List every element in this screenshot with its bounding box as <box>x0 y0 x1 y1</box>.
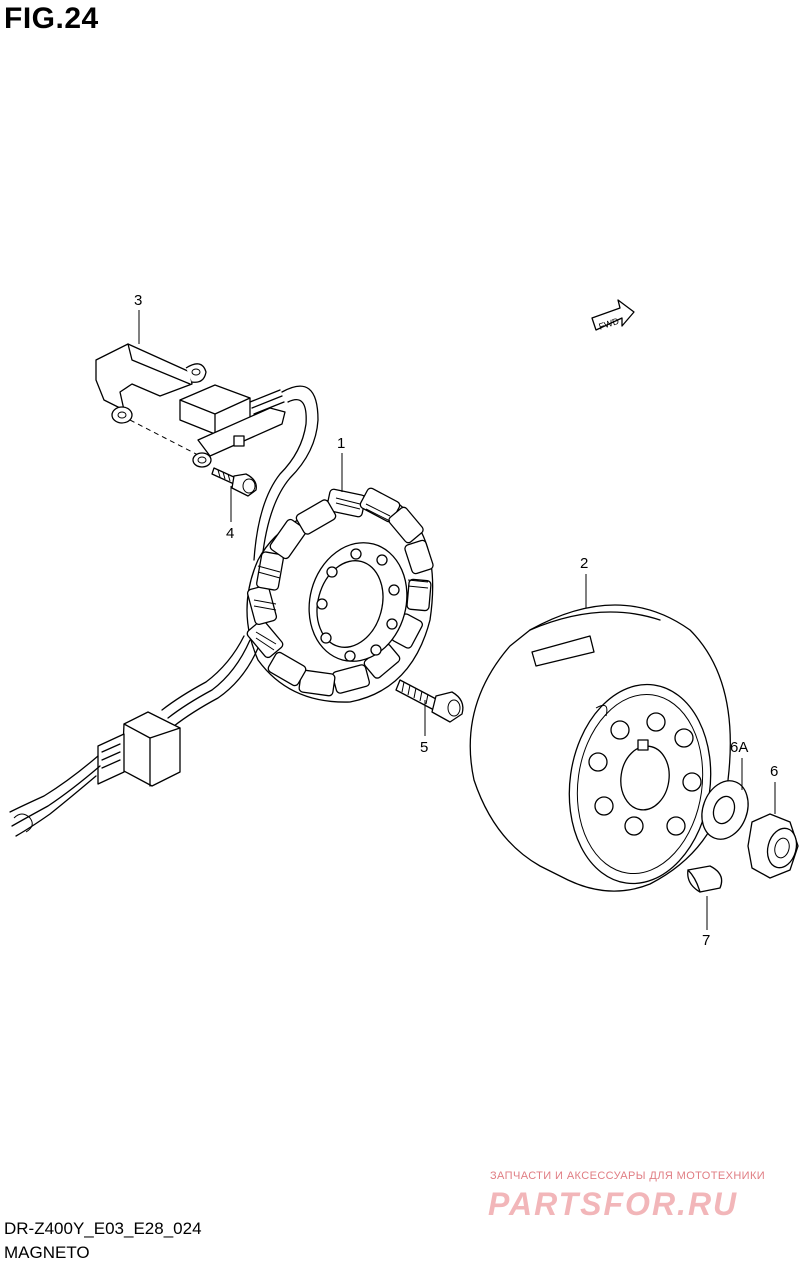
callout-5: 5 <box>420 739 428 756</box>
callout-7: 7 <box>702 932 710 949</box>
part-4-screw[interactable] <box>211 467 257 497</box>
part-5-bolt[interactable] <box>395 679 464 723</box>
callout-3: 3 <box>134 292 142 309</box>
callout-1: 1 <box>337 435 345 452</box>
part-7-key[interactable] <box>687 865 723 893</box>
part-6a-washer[interactable] <box>694 774 756 845</box>
fwd-direction-arrow: FWD <box>591 299 635 332</box>
callout-2: 2 <box>580 555 588 572</box>
watermark-tagline: ЗАПЧАСТИ И АКСЕССУАРЫ ДЛЯ МОТОТЕХНИКИ <box>490 1170 766 1182</box>
figure-title: FIG.24 <box>4 2 99 35</box>
part-6-nut[interactable] <box>747 813 800 879</box>
stator-connector[interactable] <box>9 711 181 837</box>
callout-4: 4 <box>226 525 234 542</box>
part-3-bracket[interactable] <box>95 343 286 468</box>
stator-harness <box>161 635 259 727</box>
callout-6a: 6A <box>730 739 748 756</box>
callout-6: 6 <box>770 763 778 780</box>
part-1-stator[interactable] <box>246 487 434 703</box>
section-name: MAGNETO <box>4 1243 90 1262</box>
watermark-logo[interactable]: PARTSFOR.RU <box>488 1186 739 1222</box>
part-2-rotor[interactable] <box>469 604 731 893</box>
model-code: DR-Z400Y_E03_E28_024 <box>4 1219 202 1238</box>
sensor-wire <box>253 385 319 561</box>
